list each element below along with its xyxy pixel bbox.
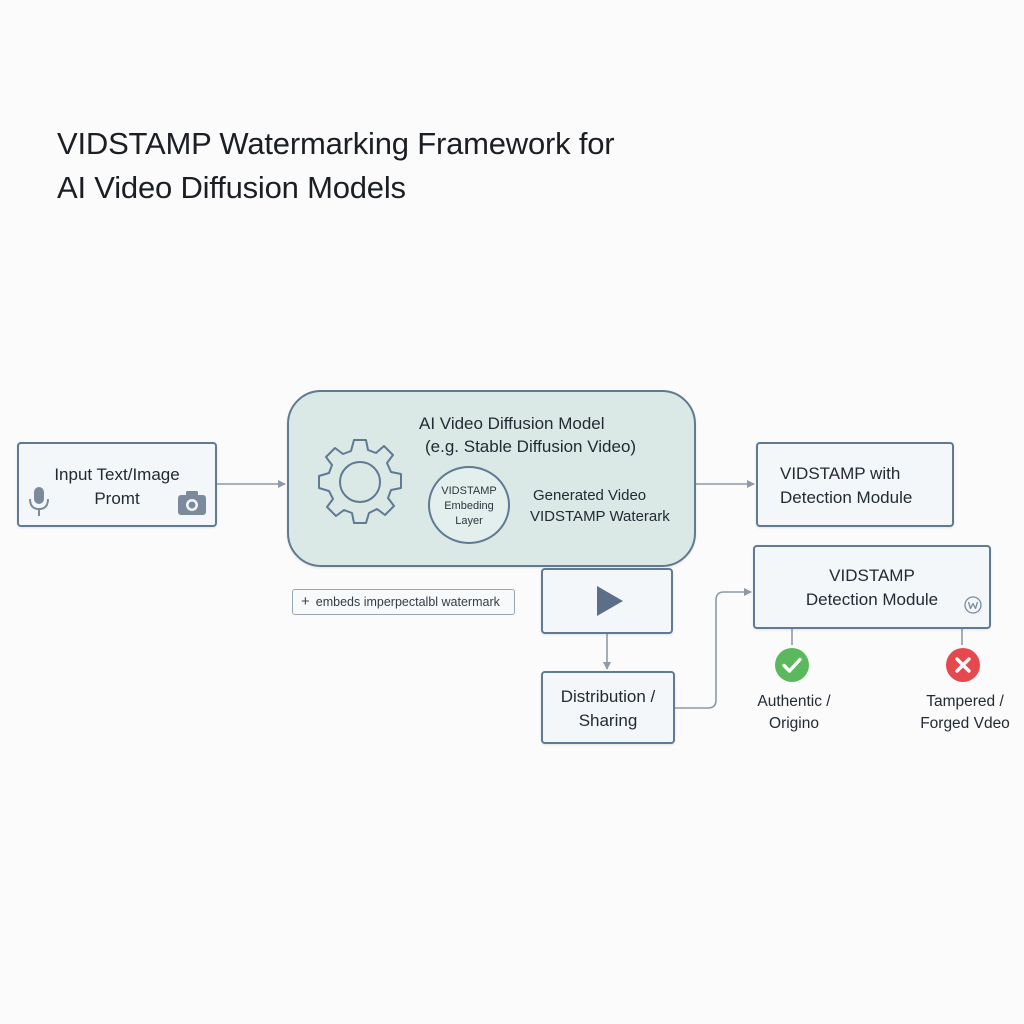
tampered-line-1: Tampered /: [926, 693, 1004, 710]
distribution-line-2: Sharing: [578, 711, 638, 730]
watermark-annotation: + embeds imperpectalbl watermark: [292, 589, 515, 615]
tampered-label: Tampered / Forged Vdeo: [905, 691, 1024, 735]
embedding-line-3: Layer: [455, 515, 483, 527]
title-line-1: VIDSTAMP Watermarking Framework for: [57, 126, 615, 161]
distribution-line-1: Distribution /: [560, 687, 656, 706]
embedding-line-2: Embeding: [444, 500, 494, 512]
detection-with-line-1: VIDSTAMP with: [780, 464, 901, 483]
input-box-line-1: Input Text/Image: [54, 465, 180, 484]
gear-icon: [318, 439, 402, 524]
embedding-line-1: VIDSTAMP: [441, 485, 497, 497]
generated-video-label: Generated Video VIDSTAMP Waterark: [530, 485, 670, 527]
w-circle-icon: [964, 596, 982, 614]
model-title-line-1: AI Video Diffusion Model: [419, 414, 605, 433]
distribution-sharing-box: Distribution / Sharing: [541, 671, 675, 744]
authentic-label: Authentic / Origino: [744, 691, 844, 735]
input-box-line-2: Promt: [94, 489, 140, 508]
input-prompt-box: Input Text/Image Promt: [17, 442, 217, 527]
cross-circle-icon: [946, 648, 980, 682]
play-icon: [597, 586, 623, 616]
embedding-layer-circle: VIDSTAMP Embeding Layer: [428, 466, 510, 544]
authentic-line-2: Origino: [769, 715, 819, 732]
vidstamp-detection-module-box: VIDSTAMP Detection Module: [753, 545, 991, 629]
check-circle-icon: [775, 648, 809, 682]
detection-module-line-1: VIDSTAMP: [829, 566, 915, 585]
arrow-distribution-to-detection: [675, 588, 752, 709]
authentic-line-1: Authentic /: [757, 693, 831, 710]
generated-line-2: VIDSTAMP Waterark: [530, 508, 670, 525]
microphone-icon: [29, 487, 49, 516]
tampered-line-2: Forged Vdeo: [920, 715, 1010, 732]
diagram-title: VIDSTAMP Watermarking Framework for AI V…: [57, 122, 615, 210]
vidstamp-with-detection-box: VIDSTAMP with Detection Module: [756, 442, 954, 527]
detection-module-line-2: Detection Module: [805, 590, 939, 609]
annotation-text: embeds imperpectalbl watermark: [315, 595, 500, 609]
title-line-2: AI Video Diffusion Models: [57, 170, 406, 205]
plus-icon: +: [301, 593, 310, 610]
model-title-line-2: (e.g. Stable Diffusion Video): [425, 437, 637, 456]
camera-icon: [178, 491, 206, 515]
detection-with-line-2: Detection Module: [780, 488, 913, 507]
generated-line-1: Generated Video: [533, 487, 647, 504]
